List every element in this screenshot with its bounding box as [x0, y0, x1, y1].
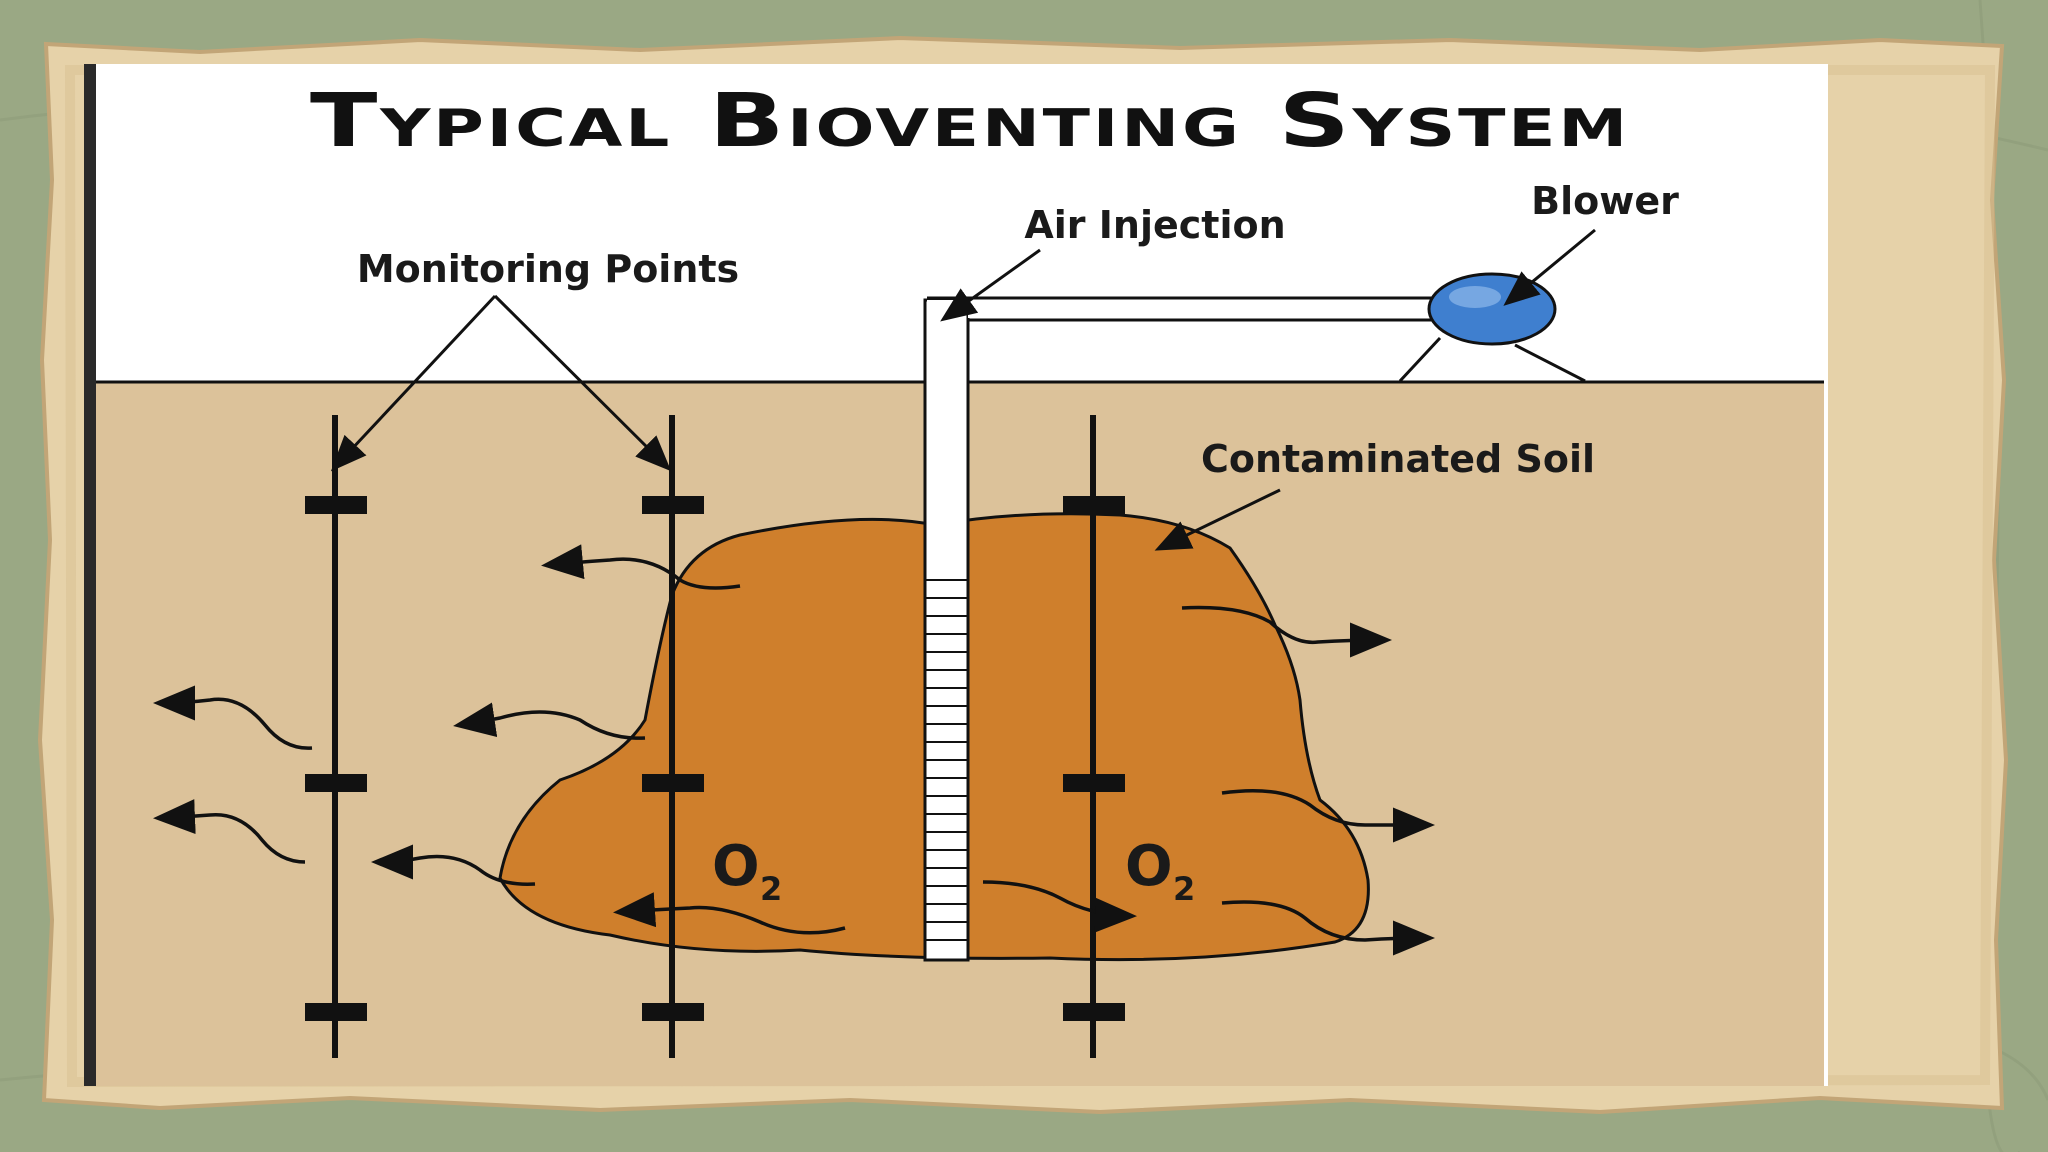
- frame-left-edge: [84, 64, 96, 1086]
- airflow-arrow: [613, 892, 846, 935]
- blower-label: Blower: [1531, 179, 1679, 223]
- airflow-arrow: [1221, 900, 1435, 956]
- oxygen-subscript: 2: [760, 870, 782, 908]
- oxygen-subscript: 2: [1173, 870, 1195, 908]
- monitoring-point-2: [642, 415, 704, 1058]
- airflow-arrow: [1221, 788, 1435, 843]
- air-injection-pointer: [940, 248, 1041, 322]
- diagram-title: Typical Bioventing System: [310, 78, 1630, 164]
- oxygen-label-right: O 2: [1125, 834, 1195, 908]
- oxygen-label-left: O 2: [712, 834, 782, 908]
- monitoring-point-1: [305, 415, 367, 1058]
- air-injection-pipe: [923, 296, 1440, 962]
- contaminated-soil-label: Contaminated Soil: [1201, 437, 1595, 481]
- airflow-arrow: [371, 844, 536, 886]
- monitoring-point-3: [1063, 415, 1125, 1058]
- airflow-arrow: [453, 702, 646, 740]
- airflow-arrow: [541, 544, 741, 590]
- airflow-arrow: [153, 685, 313, 750]
- label-pointer-arrows: [330, 228, 1596, 551]
- monitoring-pointer-left: [330, 294, 497, 472]
- pipe-screen-slots: [925, 579, 968, 941]
- airflow-arrow: [982, 880, 1137, 933]
- air-injection-label: Air Injection: [1024, 203, 1285, 247]
- blower-pointer: [1503, 228, 1596, 306]
- airflow-arrow: [153, 799, 306, 864]
- oxygen-symbol: O: [1125, 834, 1173, 899]
- airflow-arrows: [153, 544, 1435, 956]
- airflow-arrow: [1181, 605, 1392, 658]
- monitoring-pointer-right: [493, 294, 672, 472]
- contaminated-soil-pointer: [1154, 488, 1281, 551]
- blower-icon: [1427, 272, 1557, 346]
- monitoring-points-label: Monitoring Points: [357, 247, 739, 291]
- oxygen-symbol: O: [712, 834, 760, 899]
